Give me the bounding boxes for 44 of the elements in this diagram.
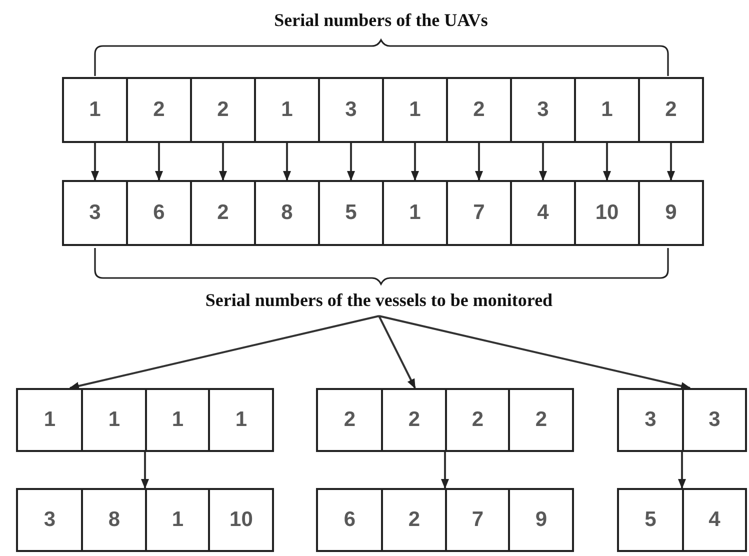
number-cell: 5 — [318, 180, 384, 246]
arrow — [678, 452, 686, 489]
arrow — [155, 143, 163, 181]
arrow — [411, 143, 419, 181]
arrow — [141, 452, 149, 489]
number-cell: 8 — [254, 180, 320, 246]
number-cell: 1 — [382, 180, 448, 246]
arrow — [378, 316, 416, 389]
arrow — [667, 143, 675, 181]
cell-group — [16, 388, 274, 452]
heading-text: Serial numbers of the UAVs — [273, 10, 489, 31]
cell-group — [16, 488, 274, 552]
number-cell: 2 — [126, 77, 192, 143]
cell-group — [617, 388, 747, 452]
number-cell: 1 — [382, 77, 448, 143]
number-cell: 2 — [190, 77, 256, 143]
arrow — [475, 143, 483, 181]
number-cell: 2 — [190, 180, 256, 246]
cell-group — [316, 388, 574, 452]
arrow — [539, 143, 547, 181]
arrow — [347, 143, 355, 181]
number-cell: 4 — [510, 180, 576, 246]
number-cell: 1 — [254, 77, 320, 143]
number-cell: 3 — [318, 77, 384, 143]
number-cell: 2 — [638, 77, 704, 143]
number-cell: 9 — [638, 180, 704, 246]
number-cell: 1 — [62, 77, 128, 143]
arrow — [69, 315, 380, 390]
number-cell: 6 — [126, 180, 192, 246]
number-cell: 7 — [446, 180, 512, 246]
cell-group — [316, 488, 574, 552]
cell-group — [617, 488, 747, 552]
number-cell: 2 — [446, 77, 512, 143]
arrow — [378, 315, 691, 390]
number-cell: 1 — [574, 77, 640, 143]
arrow — [283, 143, 291, 181]
number-cell: 3 — [62, 180, 128, 246]
number-cell: 10 — [574, 180, 640, 246]
heading-text: Serial numbers of the vessels to be monitored — [139, 290, 619, 311]
arrow — [441, 452, 449, 489]
arrow — [91, 143, 99, 181]
number-cell: 3 — [510, 77, 576, 143]
arrow — [219, 143, 227, 181]
arrow — [603, 143, 611, 181]
